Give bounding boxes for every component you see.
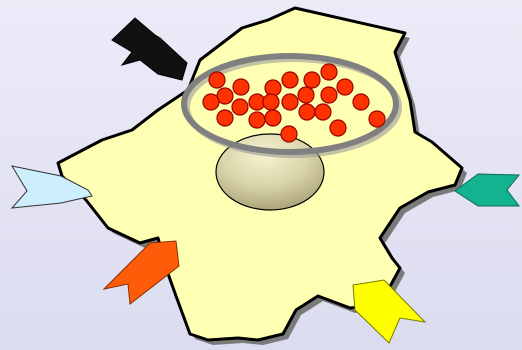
receptor-arrow-yellow-icon — [353, 280, 425, 343]
granule — [299, 104, 315, 120]
granule — [369, 111, 385, 127]
granule — [281, 126, 297, 142]
granule — [265, 110, 281, 126]
granule — [282, 94, 298, 110]
granule — [249, 112, 265, 128]
granule — [353, 94, 369, 110]
granule — [209, 72, 225, 88]
granule — [203, 94, 219, 110]
granule — [217, 110, 233, 126]
granule — [282, 72, 298, 88]
granule — [233, 79, 249, 95]
granule — [330, 120, 346, 136]
granule — [232, 99, 248, 115]
granule — [321, 64, 337, 80]
receptor-arrow-orange-icon — [104, 241, 179, 304]
granule — [265, 80, 281, 96]
granule — [304, 72, 320, 88]
granule — [315, 104, 331, 120]
granule — [337, 79, 353, 95]
granule — [263, 94, 279, 110]
granule — [321, 87, 337, 103]
receptor-arrow-black-icon — [112, 18, 187, 80]
granule — [298, 87, 314, 103]
